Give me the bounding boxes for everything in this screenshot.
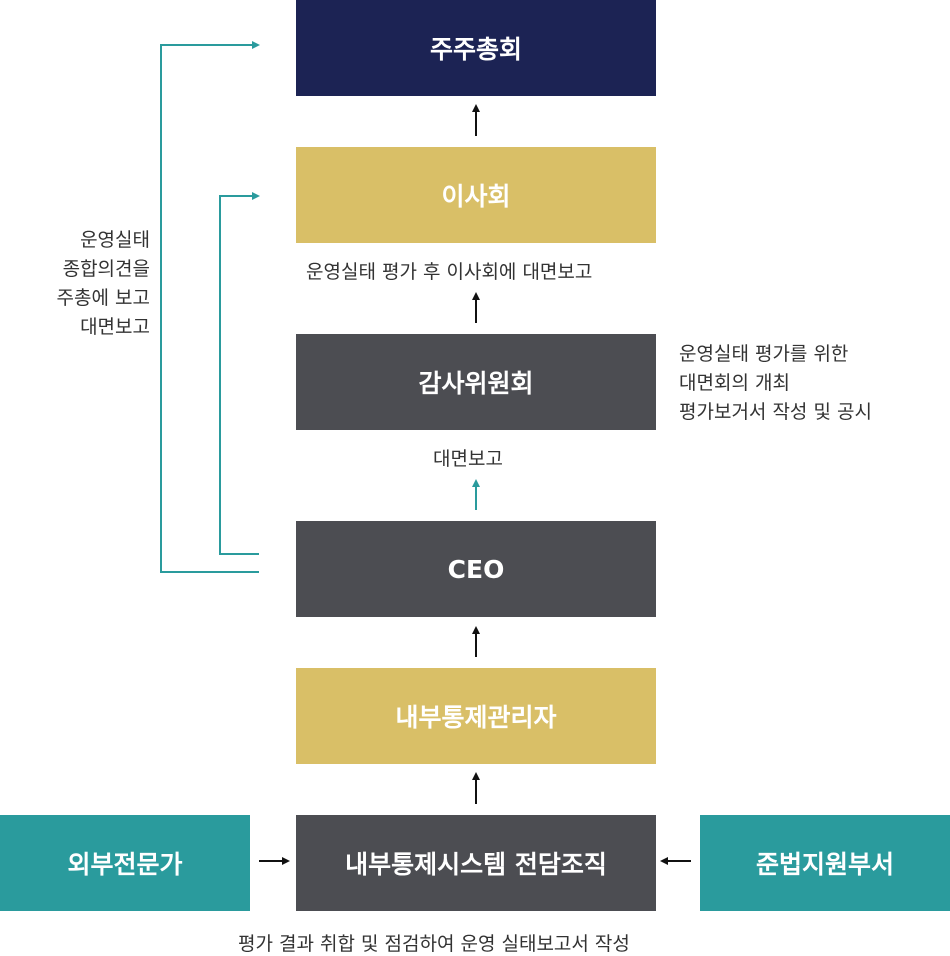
internal-control-manager-label: 내부통제관리자 — [395, 703, 557, 732]
left-note-line: 운영실태 — [80, 229, 150, 251]
right-note-line: 대면회의 개최 — [679, 372, 790, 394]
external-expert-box: 외부전문가 — [0, 815, 250, 911]
bottom-caption: 평가 결과 취합 및 점검하여 운영 실태보고서 작성 — [238, 933, 630, 955]
internal-control-manager-box: 내부통제관리자 — [296, 668, 656, 764]
right-note: 운영실태 평가를 위한 대면회의 개최 평가보거서 작성 및 공시 — [679, 340, 944, 427]
audit-committee-label: 감사위원회 — [418, 369, 534, 398]
ceo-to-board-line — [219, 192, 260, 555]
dedicated-org-box: 내부통제시스템 전담조직 — [296, 815, 656, 911]
external-expert-label: 외부전문가 — [67, 850, 183, 879]
ceo-label: CEO — [447, 554, 505, 584]
dedicated-org-label: 내부통제시스템 전담조직 — [345, 850, 607, 879]
ceo-box: CEO — [296, 521, 656, 617]
left-note: 운영실태 종합의견을 주총에 보고 대면보고 — [20, 226, 150, 342]
left-note-line: 대면보고 — [80, 316, 150, 338]
ceo-to-shareholders-line — [160, 41, 260, 573]
audit-committee-box: 감사위원회 — [296, 334, 656, 430]
board-report-label: 운영실태 평가 후 이사회에 대면보고 — [306, 261, 593, 283]
compliance-dept-label: 준법지원부서 — [755, 850, 894, 879]
shareholders-meeting-label: 주주총회 — [429, 35, 522, 64]
right-note-line: 평가보거서 작성 및 공시 — [679, 401, 872, 423]
shareholders-meeting-box: 주주총회 — [296, 0, 656, 96]
right-note-line: 운영실태 평가를 위한 — [679, 343, 849, 365]
left-note-line: 주총에 보고 — [56, 287, 150, 309]
left-note-line: 종합의견을 — [62, 258, 150, 280]
board-label: 이사회 — [441, 182, 511, 211]
board-box: 이사회 — [296, 147, 656, 243]
compliance-dept-box: 준법지원부서 — [700, 815, 950, 911]
ceo-report-label: 대면보고 — [433, 448, 503, 470]
